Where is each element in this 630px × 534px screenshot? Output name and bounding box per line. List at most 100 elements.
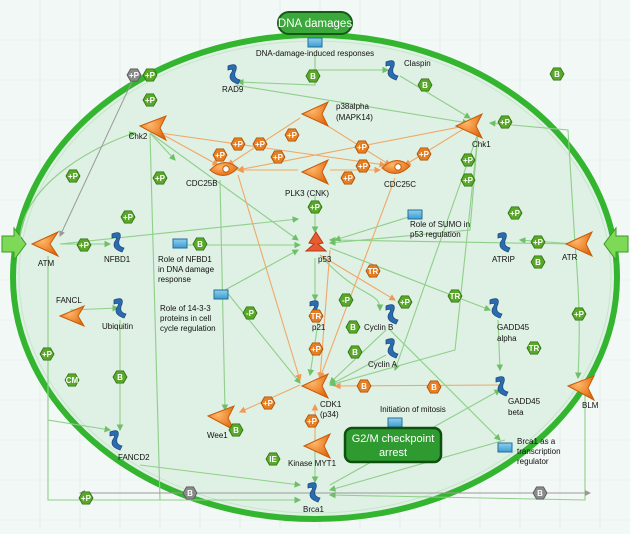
blm-node[interactable]: BLM xyxy=(566,375,599,410)
claspin-node[interactable] xyxy=(385,60,399,81)
p53-label: p53 xyxy=(318,255,332,264)
plus-p-badge: +P xyxy=(416,147,432,161)
plus-p-badge: +P xyxy=(355,159,371,173)
atm-node[interactable]: ATM xyxy=(30,230,60,268)
cdc25c-node[interactable]: CDC25C xyxy=(381,160,416,189)
tr-badge: TR xyxy=(447,289,463,303)
plk3-node[interactable]: PLK3 (CNK) xyxy=(285,158,329,198)
svg-text:TR: TR xyxy=(450,292,461,301)
svg-text:+P: +P xyxy=(287,131,298,140)
fancl-label: FANCL xyxy=(56,296,82,305)
atrip-node[interactable] xyxy=(497,232,511,253)
nfbd1-role-process[interactable]: Role of NFBD1 in DNA damage response xyxy=(158,238,215,284)
minus-p-badge: -P xyxy=(338,293,354,307)
wee1-node[interactable]: Wee1 xyxy=(206,405,236,440)
svg-text:+P: +P xyxy=(145,71,156,80)
gadd45a-node[interactable] xyxy=(489,298,503,319)
svg-text:B: B xyxy=(431,383,437,392)
rad9-node[interactable] xyxy=(227,64,241,85)
cyclinb-node[interactable] xyxy=(385,304,399,325)
brca-tr-process[interactable]: Brca1 as a transcription regulator xyxy=(497,437,561,466)
myt1-node[interactable]: Kinase MYT1 xyxy=(288,432,337,468)
binding-badge: B xyxy=(417,78,433,92)
atr-label: ATR xyxy=(562,253,578,262)
fancd2-node[interactable] xyxy=(109,430,123,451)
sumo-line2: p53 regulation xyxy=(410,230,461,239)
cyclina-node[interactable] xyxy=(385,338,399,359)
plus-p-badge: +P xyxy=(340,171,356,185)
plus-p-badge: +P xyxy=(571,307,587,321)
plus-p-badge: +P xyxy=(260,396,276,410)
tr-badge: TR xyxy=(526,341,542,355)
fancl-node[interactable]: FANCL xyxy=(56,296,86,328)
svg-text:B: B xyxy=(537,489,543,498)
claspin-label: Claspin xyxy=(404,59,431,68)
plus-p-badge: +P xyxy=(284,128,300,142)
svg-text:+P: +P xyxy=(400,298,411,307)
plus-p-badge: +P xyxy=(308,342,324,356)
cyclina-label: Cyclin A xyxy=(368,360,398,369)
plus-p-badge: +P xyxy=(39,347,55,361)
svg-text:+P: +P xyxy=(263,399,274,408)
cdk1-node[interactable]: CDK1 (p34) xyxy=(300,372,342,419)
cdk1-sublabel: (p34) xyxy=(320,410,339,419)
binding-badge: B xyxy=(112,370,128,384)
plus-p-badge: +P xyxy=(460,173,476,187)
right-input-arrow xyxy=(603,226,629,262)
brca1-label: Brca1 xyxy=(303,505,324,514)
gadd45b-label: GADD45 xyxy=(508,397,541,406)
plus-p-badge: +P xyxy=(212,148,228,162)
chk2-node[interactable]: Chk2 xyxy=(129,115,168,142)
svg-text:+P: +P xyxy=(79,241,90,250)
binding-badge: B xyxy=(347,345,363,359)
dna-damages-node[interactable]: DNA damages xyxy=(277,11,353,35)
binding-badge: B xyxy=(305,69,321,83)
svg-text:+P: +P xyxy=(255,140,266,149)
svg-text:+P: +P xyxy=(155,174,166,183)
gadd45a-sublabel: alpha xyxy=(497,334,517,343)
svg-text:+P: +P xyxy=(42,350,53,359)
svg-text:-P: -P xyxy=(342,296,351,305)
g2m-arrest-outcome[interactable]: G2/M checkpoint arrest xyxy=(343,426,443,464)
binding-badge: B xyxy=(356,379,372,393)
plus-p-badge: +P xyxy=(252,137,268,151)
svg-text:+P: +P xyxy=(311,345,322,354)
svg-text:+P: +P xyxy=(129,71,140,80)
svg-text:+P: +P xyxy=(500,118,511,127)
plus-p-badge: +P xyxy=(142,68,158,82)
p38alpha-sublabel: (MAPK14) xyxy=(336,113,373,122)
svg-text:B: B xyxy=(117,373,123,382)
svg-text:TR: TR xyxy=(368,267,379,276)
svg-text:TR: TR xyxy=(311,312,322,321)
gadd45b-node[interactable] xyxy=(495,376,509,397)
cdc25b-node[interactable]: CDC25B xyxy=(186,162,239,188)
wee1-label: Wee1 xyxy=(207,431,228,440)
gadd45b-sublabel: beta xyxy=(508,408,524,417)
p53-node[interactable]: p53 xyxy=(304,231,332,264)
plus-p-badge: +P xyxy=(304,414,320,428)
svg-text:+P: +P xyxy=(463,156,474,165)
chk1-node[interactable]: Chk1 xyxy=(454,112,491,149)
svg-text:+P: +P xyxy=(533,238,544,247)
binding-badge: B xyxy=(549,67,565,81)
nfbd1-node[interactable] xyxy=(111,232,125,253)
svg-text:+P: +P xyxy=(357,143,368,152)
binding-badge: B xyxy=(228,423,244,437)
svg-text:+P: +P xyxy=(463,176,474,185)
p1433-line2: proteins in cell xyxy=(160,314,211,323)
svg-text:B: B xyxy=(535,258,541,267)
p38alpha-node[interactable]: p38alpha (MAPK14) xyxy=(300,100,373,128)
sumo-process[interactable]: Role of SUMO in p53 regulation xyxy=(407,209,470,239)
p1433-process[interactable]: Role of 14-3-3 proteins in cell cycle re… xyxy=(160,289,229,333)
brca1-node[interactable] xyxy=(307,482,321,503)
svg-text:B: B xyxy=(187,489,193,498)
sumo-line1: Role of SUMO in xyxy=(410,220,470,229)
binding-badge: B xyxy=(426,380,442,394)
plus-p-badge: +P xyxy=(126,68,142,82)
svg-text:B: B xyxy=(310,72,316,81)
tr-badge: TR xyxy=(308,309,324,323)
atr-node[interactable]: ATR xyxy=(562,230,594,262)
dna-damage-process-box[interactable] xyxy=(307,37,323,48)
ubiquitin-node[interactable] xyxy=(113,298,127,319)
svg-text:+P: +P xyxy=(68,172,79,181)
